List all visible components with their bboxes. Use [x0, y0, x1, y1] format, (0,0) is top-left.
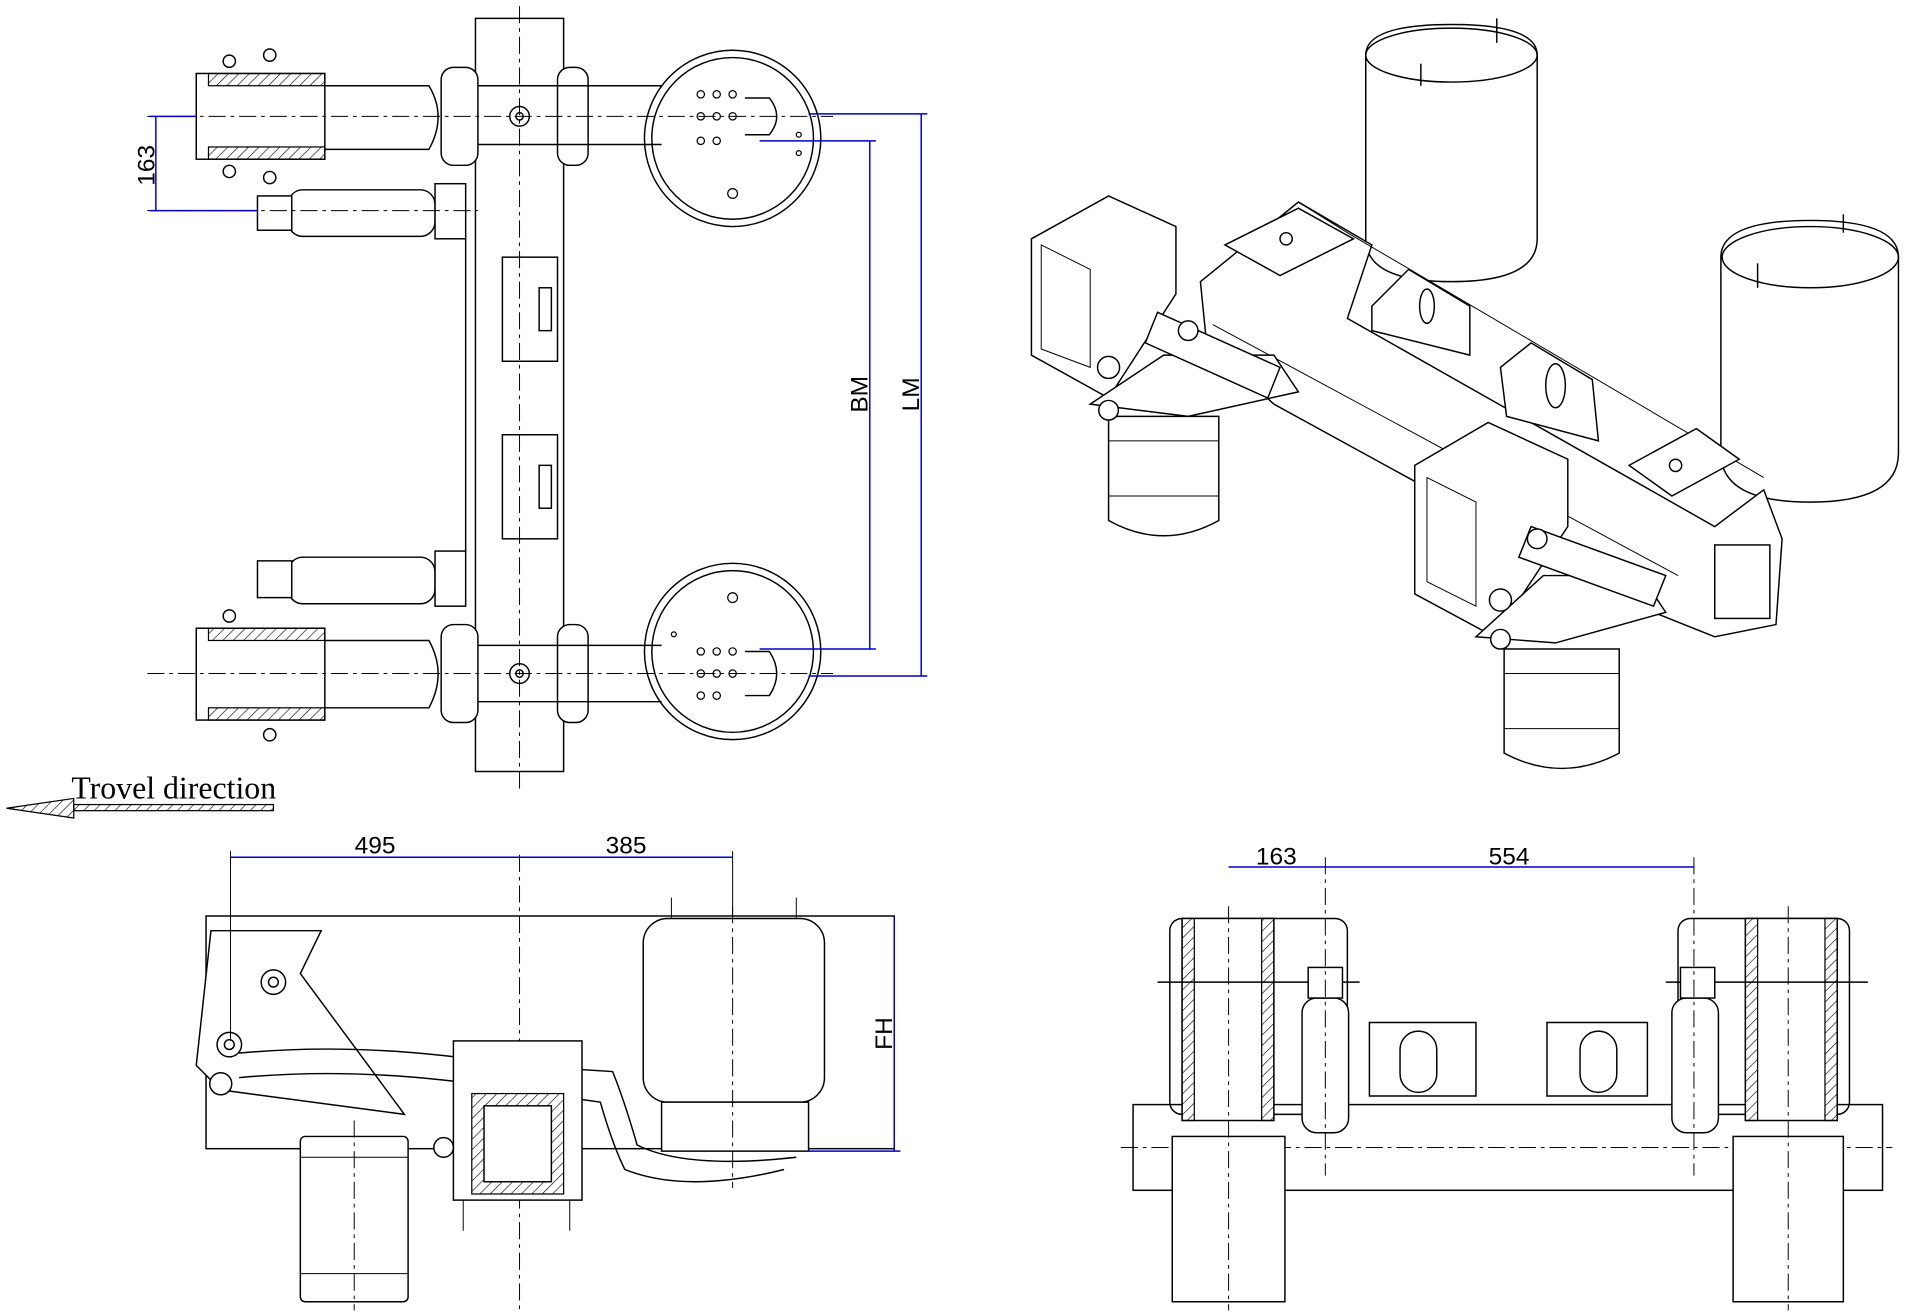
dimension-163-rear: 163: [1228, 844, 1326, 871]
travel-direction: Trovel direction: [6, 770, 276, 819]
side-view: 495 385 FH: [195, 833, 901, 1311]
lower-air-spring: [643, 562, 822, 741]
side-air-spring: [642, 897, 826, 1188]
rear-bracket-right: [1546, 1021, 1649, 1097]
dimension-lm: LM: [808, 113, 928, 677]
upper-trailing-arm: [147, 48, 834, 185]
top-view: 163 BM LM: [134, 6, 928, 790]
dimension-bm: BM: [759, 140, 876, 650]
dimension-label: 163: [134, 145, 161, 186]
iso-air-spring-rear: [1365, 18, 1538, 283]
dimension-label: 495: [355, 833, 396, 860]
dimension-label: FH: [871, 1017, 898, 1050]
lower-shock-absorber: [256, 550, 467, 607]
travel-direction-label: Trovel direction: [71, 770, 276, 805]
dimension-163-top: 163: [134, 115, 258, 212]
dimension-fh: FH: [808, 916, 901, 1152]
dimension-label: 385: [606, 833, 647, 860]
dimension-385: 385: [519, 833, 734, 917]
dimension-495: 495: [230, 833, 520, 1041]
isometric-view: [1030, 18, 1900, 770]
side-bellows: [299, 1120, 409, 1311]
dimension-label: 554: [1489, 844, 1530, 871]
rear-view: 163 554: [1120, 844, 1893, 1311]
dimension-label: LM: [898, 377, 925, 411]
dimension-label: 163: [1256, 844, 1297, 871]
iso-bellows-right: [1503, 648, 1620, 770]
upper-air-spring: [643, 49, 822, 228]
iso-bellows-left: [1107, 415, 1220, 537]
arrow-left-icon: [6, 797, 275, 819]
rear-bracket-left: [1368, 1021, 1477, 1097]
dimension-554: 554: [1325, 844, 1694, 871]
upper-shock-absorber: [147, 182, 478, 240]
dimension-label: BM: [846, 376, 873, 413]
iso-air-spring-front: [1720, 214, 1900, 503]
lower-trailing-arm: [147, 609, 834, 742]
